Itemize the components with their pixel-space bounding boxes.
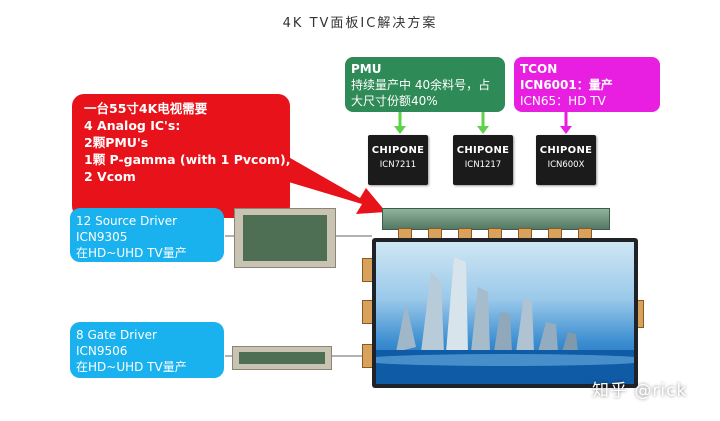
analog-ic-line-3: 2颗PMU's: [84, 135, 149, 150]
chip-icn7211: CHIPONE ICN7211: [368, 135, 428, 185]
watermark: 知乎 @rick: [592, 381, 688, 401]
source-driver-callout: 12 Source Driver ICN9305 在HD~UHD TV量产: [70, 208, 224, 262]
pmu-title: PMU: [351, 62, 382, 76]
chip-icn1217: CHIPONE ICN1217: [453, 135, 513, 185]
diagram-title: 4K TV面板IC解决方案: [282, 16, 438, 31]
chip-model: ICN600X: [547, 160, 585, 170]
chip-brand: CHIPONE: [539, 145, 593, 156]
chip-brand: CHIPONE: [456, 145, 510, 156]
lcd-panel: [372, 238, 638, 388]
analog-ic-line-5: 2 Vcom: [84, 169, 136, 184]
tcon-arrow-head: [560, 126, 572, 134]
panel-screen: [376, 242, 634, 384]
gate-driver-line-3: 在HD~UHD TV量产: [76, 360, 187, 374]
chip-model: ICN7211: [379, 160, 417, 170]
pmu-arrow-right-head: [477, 126, 489, 134]
analog-ic-line-2: 4 Analog IC's:: [84, 118, 181, 133]
pmu-text: 持续量产中 40余料号，占大尺寸份额40%: [351, 78, 491, 108]
analog-ic-line-1: 一台55寸4K电视需要: [84, 101, 208, 116]
tcon-callout: TCON ICN6001：量产 ICN65：HD TV: [514, 57, 660, 112]
control-board: [382, 208, 610, 230]
chip-icn600x: CHIPONE ICN600X: [536, 135, 596, 185]
source-driver-line-1: 12 Source Driver: [76, 214, 178, 228]
gate-driver-callout: 8 Gate Driver ICN9506 在HD~UHD TV量产: [70, 322, 224, 378]
pmu-arrow-left-head: [394, 126, 406, 134]
tcon-line-1: ICN6001：量产: [520, 78, 613, 92]
city-skyline-image: [376, 257, 634, 384]
gate-driver-line-1: 8 Gate Driver: [76, 328, 157, 342]
analog-ic-line-4: 1颗 P-gamma (with 1 Pvcom),: [84, 152, 291, 167]
source-driver-chip-area: [243, 215, 327, 261]
gate-driver-line-2: ICN9506: [76, 344, 128, 358]
pmu-callout: PMU 持续量产中 40余料号，占大尺寸份额40%: [345, 57, 505, 112]
chip-model: ICN1217: [464, 160, 502, 170]
tcon-line-2: ICN65：HD TV: [520, 94, 606, 108]
gate-driver-chip-area: [239, 352, 325, 364]
source-driver-line-2: ICN9305: [76, 230, 128, 244]
gate-driver-cof: [232, 346, 332, 370]
source-driver-cof: [234, 208, 336, 268]
chip-brand: CHIPONE: [371, 145, 425, 156]
source-driver-line-3: 在HD~UHD TV量产: [76, 246, 187, 260]
analog-ic-callout: 一台55寸4K电视需要 4 Analog IC's: 2颗PMU's 1颗 P-…: [72, 94, 291, 218]
tcon-title: TCON: [520, 62, 558, 76]
